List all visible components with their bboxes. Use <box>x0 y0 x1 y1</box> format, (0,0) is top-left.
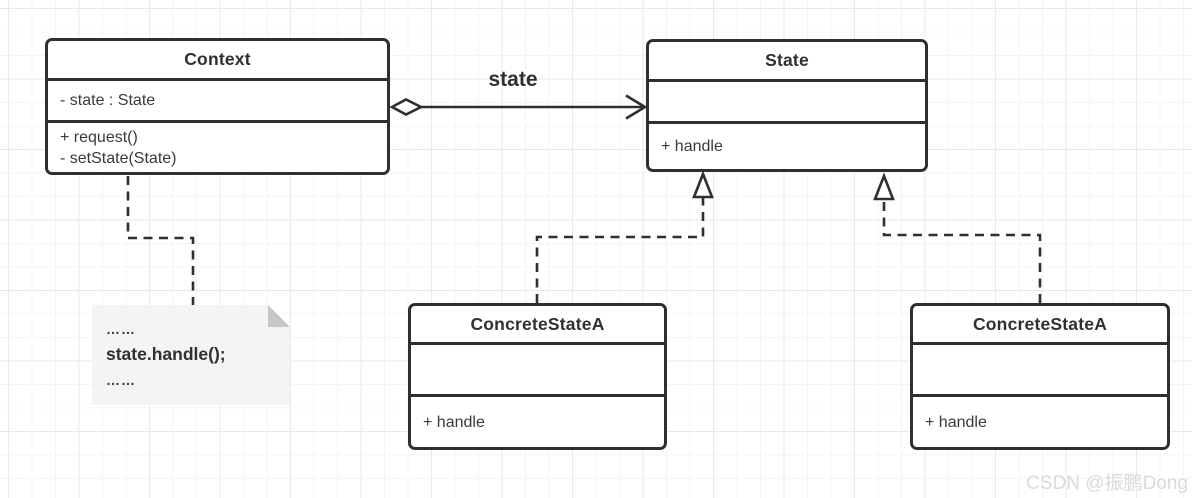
hollow-triangle-icon <box>873 172 895 201</box>
method-row: + request() <box>60 128 138 146</box>
class-attributes <box>649 82 925 124</box>
class-box-context: Context - state : State + request() - se… <box>45 38 390 175</box>
realization-arrow-right <box>873 172 1042 303</box>
class-title: ConcreteStateA <box>411 306 664 345</box>
note-text: …… state.handle(); …… <box>92 305 290 388</box>
method-row: - setState(State) <box>60 149 177 167</box>
note-line-code: state.handle(); <box>106 344 226 364</box>
class-methods: + request() - setState(State) <box>48 123 387 172</box>
class-methods: + handle <box>913 397 1167 447</box>
class-methods: + handle <box>411 397 664 447</box>
note-fold-icon <box>268 305 290 327</box>
class-box-concrete-state-right: ConcreteStateA + handle <box>910 303 1170 450</box>
note-paper <box>92 305 290 405</box>
method-row: + handle <box>661 138 723 155</box>
note-line: …… <box>106 321 136 337</box>
class-title: Context <box>48 41 387 81</box>
hollow-triangle-icon <box>692 170 714 199</box>
class-methods: + handle <box>649 124 925 169</box>
csdn-watermark: CSDN @振鹏Dong <box>1026 473 1188 494</box>
class-title: ConcreteStateA <box>913 306 1167 345</box>
class-attributes <box>411 345 664 397</box>
aggregation-diamond-icon <box>389 98 424 116</box>
method-row: + handle <box>925 413 987 431</box>
class-attributes <box>913 345 1167 397</box>
association-label: state <box>488 68 538 91</box>
class-box-concrete-state-left: ConcreteStateA + handle <box>408 303 667 450</box>
note-line: …… <box>106 372 136 388</box>
method-row: + handle <box>423 413 485 431</box>
class-title: State <box>649 42 925 82</box>
code-note: …… state.handle(); …… <box>92 305 290 405</box>
note-link <box>126 176 195 305</box>
class-attributes: - state : State <box>48 81 387 123</box>
class-box-state: State + handle <box>646 39 928 172</box>
realization-arrow-left <box>535 170 714 303</box>
aggregation-arrow <box>389 94 648 120</box>
open-arrowhead-icon <box>625 94 648 120</box>
attribute-row: - state : State <box>60 92 156 109</box>
